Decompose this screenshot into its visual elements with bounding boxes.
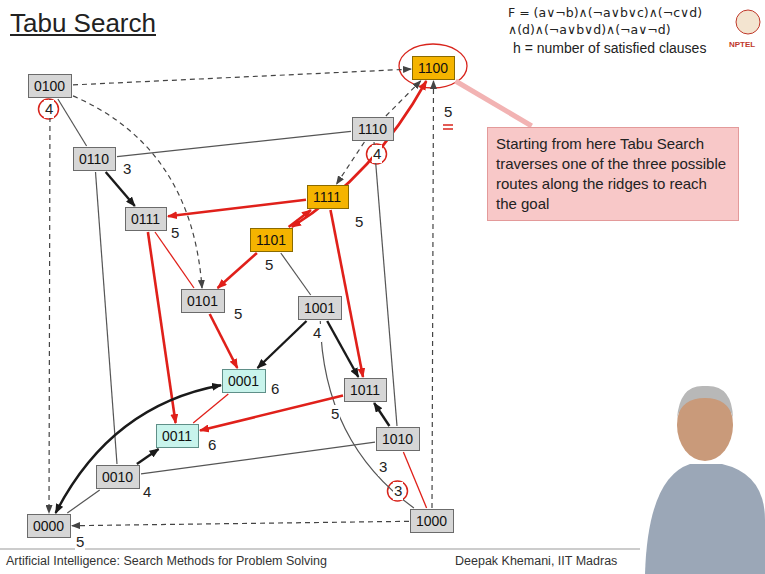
transition-edge: [49, 99, 50, 513]
state-box: 1011: [344, 378, 387, 402]
logo-emblem: [736, 10, 760, 34]
transition-edge: [258, 321, 307, 368]
callout-text: Starting from here Tabu Search traverses…: [496, 134, 730, 214]
state-box: 1000: [410, 509, 454, 533]
transition-edge: [137, 449, 159, 464]
state-box-highlighted: 1100: [412, 56, 455, 80]
annotation-mark: [443, 128, 453, 130]
transition-edge: [73, 96, 202, 288]
state-box: 1001: [298, 296, 342, 320]
transition-edge: [72, 521, 409, 525]
transition-edge: [432, 81, 434, 508]
state-box: 1110: [352, 117, 394, 141]
transition-edge: [403, 452, 426, 508]
logo-text: NPTEL: [729, 40, 755, 49]
heuristic-value: 4: [372, 145, 382, 163]
state-box: 0110: [73, 147, 116, 171]
callout-pointer: [456, 81, 532, 126]
heuristic-value: 4: [312, 324, 322, 342]
transition-edge: [218, 253, 257, 288]
transition-edge: [374, 403, 389, 426]
heuristic-value: 5: [354, 213, 364, 231]
state-label: 0111: [131, 211, 161, 227]
transition-edge: [292, 81, 426, 227]
state-box: 0010: [96, 465, 140, 489]
transition-edge: [117, 131, 351, 156]
transition-edge: [168, 200, 306, 217]
state-label: 1011: [350, 382, 381, 398]
heuristic-value: 3: [378, 458, 388, 476]
state-label: 1100: [418, 60, 449, 76]
formula-text: F = (a∨¬b)∧(¬a∨b∨c)∧(¬c∨d) ∧(d)∧(¬a∨b∨d)…: [508, 4, 758, 38]
transition-edge: [96, 172, 118, 464]
footer-course: Artificial Intelligence: Search Methods …: [6, 554, 327, 568]
transition-edge: [73, 69, 411, 85]
state-box: 0111: [125, 207, 167, 231]
state-label: 1001: [304, 300, 336, 316]
heuristic-note: h = number of satisfied clauses: [513, 40, 706, 56]
transition-edge: [331, 210, 364, 377]
transition-edge: [320, 321, 414, 508]
heuristic-value: 6: [207, 436, 217, 454]
goal-state-box: 0001: [222, 369, 266, 393]
state-label: 0100: [34, 78, 66, 94]
heuristic-value: 5: [264, 256, 274, 274]
state-label: 1110: [358, 121, 388, 137]
goal-state-box: 0011: [156, 424, 199, 448]
state-box: 0101: [181, 289, 225, 313]
footer-rule: [0, 549, 640, 550]
transition-edge: [193, 394, 228, 423]
transition-edge: [281, 253, 311, 295]
speaker-hair: [677, 386, 733, 418]
state-label: 0110: [79, 151, 110, 167]
state-box: 1010: [376, 427, 420, 451]
state-label: 1111: [313, 189, 343, 205]
transition-edge: [56, 385, 221, 513]
heuristic-value: 4: [44, 100, 54, 118]
heuristic-value: 3: [393, 482, 403, 500]
state-box-highlighted: 1101: [250, 228, 293, 252]
heuristic-value: 3: [122, 160, 132, 178]
state-label: 1101: [256, 232, 287, 248]
heuristic-value: 5: [170, 224, 180, 242]
transition-edge: [337, 142, 365, 184]
transition-edge: [58, 99, 87, 146]
state-label: 1010: [382, 431, 414, 447]
annotation-circle: [39, 99, 59, 119]
heuristic-value: 5: [330, 405, 340, 423]
transition-edge: [148, 232, 176, 423]
transition-edge: [327, 321, 358, 377]
heuristic-value: 4: [142, 483, 152, 501]
speaker-body: [645, 464, 765, 574]
footer-author: Deepak Khemani, IIT Madras: [455, 554, 617, 568]
state-label: 0010: [102, 469, 134, 485]
transition-edge: [67, 490, 99, 513]
slide-title: Tabu Search: [10, 8, 156, 39]
annotation-mark: [443, 124, 453, 126]
state-label: 0101: [187, 293, 219, 309]
state-label: 0011: [162, 428, 193, 444]
heuristic-value: 5: [233, 305, 243, 323]
heuristic-value: 5: [75, 533, 85, 551]
transition-edge: [289, 210, 311, 227]
state-box: 0100: [28, 74, 72, 98]
state-label: 0000: [33, 518, 65, 534]
state-box: 0000: [27, 514, 71, 538]
state-box-highlighted: 1111: [307, 185, 349, 209]
annotation-circle: [388, 481, 408, 501]
transition-edge: [200, 396, 343, 431]
heuristic-value: 6: [270, 380, 280, 398]
callout-box: Starting from here Tabu Search traverses…: [487, 127, 739, 221]
state-label: 1000: [416, 513, 448, 529]
heuristic-value: 5: [443, 103, 453, 121]
state-label: 0001: [228, 373, 260, 389]
